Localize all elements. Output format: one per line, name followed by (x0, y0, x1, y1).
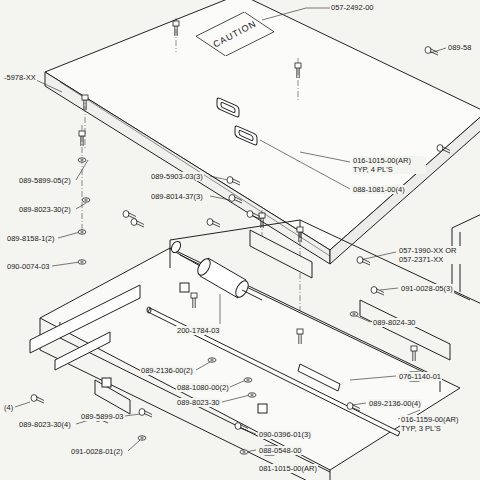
callout-number: 089-8158-1(2) (6, 234, 56, 243)
callout-number: (4) (3, 403, 14, 412)
callout-number: 089-2136-00(4) (368, 399, 422, 408)
callout-number: 090-0396-01(3) (258, 430, 312, 439)
callout-number: 089-5903-03(3) (150, 172, 204, 181)
callout-number: 089-8014-37(3) (150, 192, 204, 201)
callout-number: 076-1140-01 (398, 372, 442, 381)
callout-number: 089-8023-30(2) (18, 205, 72, 214)
callout-number: 057-2492-00 (330, 3, 375, 12)
callout-number: 090-0074-03 (6, 262, 51, 271)
callout-number: 089-8023-30(4) (18, 420, 72, 429)
callout-number: 088-0548-00 (258, 446, 303, 455)
callout-number: 016-1015-00(AR) TYP, 4 PL'S (352, 156, 426, 174)
callout-number: 088-1080-00(2) (176, 383, 230, 392)
callout-number: 091-0028-01(2) (70, 447, 124, 456)
callout-number: 057-1990-XX OR 057-2371-XX (398, 246, 472, 264)
callout-number: -5978-XX (3, 73, 37, 82)
caution-placard: CAUTION (196, 12, 274, 56)
callout-number: 089-8023-30 (176, 398, 221, 407)
callout-number: 200-1784-03 (176, 326, 221, 335)
callout-number: 089-58 (447, 43, 472, 52)
callout-number: 089-5899-05(2) (18, 176, 72, 185)
callout-number: 091-0028-05(3) (400, 284, 454, 293)
callout-number: 088-1081-00(4) (352, 185, 406, 194)
callout-number: 089-8024-30 (372, 318, 417, 327)
callout-number: 016-1159-00(AR) TYP, 3 PL'S (400, 415, 474, 433)
callout-number: 089-5899-03 (80, 412, 125, 421)
callout-number: 081-1015-00(AR) (258, 464, 318, 473)
callout-number: 089-2136-00(2) (140, 366, 194, 375)
